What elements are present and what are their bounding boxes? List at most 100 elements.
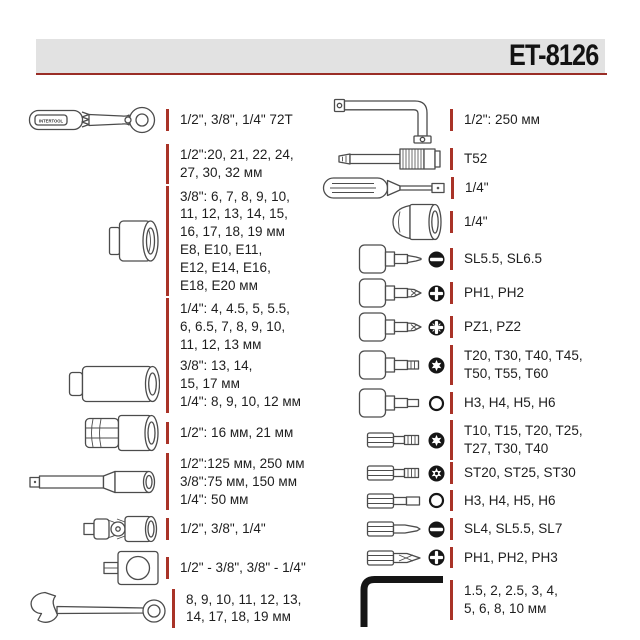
left-column: INTERTOOL 1/2", 3/8", 1/4" 72T 1/2":20, … bbox=[28, 96, 320, 629]
hex-drive-icon bbox=[428, 395, 445, 412]
spec-row-torx-bit-sockets: T20, T30, T40, T45, T50, T55, T60 bbox=[322, 344, 622, 386]
spec-row-slotted-bits: SL4, SL5.5, SL7 bbox=[322, 515, 622, 543]
spinner-handle-image-cell bbox=[322, 176, 451, 200]
tamper-torx-drive-icon bbox=[428, 465, 445, 482]
universal-joint-image-cell bbox=[28, 510, 166, 548]
header-bar: ET-8126 bbox=[36, 39, 605, 73]
phillips-bit-image-cell bbox=[322, 548, 450, 568]
spec-label: PH1, PH2, PH3 bbox=[450, 546, 558, 569]
spec-label: T10, T15, T20, T25, T27, T30, T40 bbox=[450, 420, 583, 460]
bit-holder-socket-image bbox=[392, 203, 442, 241]
torx-drive-icon bbox=[428, 432, 445, 449]
hex-key-image-cell bbox=[322, 572, 450, 628]
torx-bit-image-cell bbox=[322, 430, 450, 450]
bit-socket-slotted-image bbox=[358, 244, 422, 274]
spec-row-l-handle: 1/2": 250 мм bbox=[322, 96, 622, 144]
spec-label: 1/2", 3/8", 1/4" 72T bbox=[166, 109, 293, 131]
torx-bit-long-image bbox=[338, 148, 441, 170]
socket-adapter-image bbox=[103, 551, 159, 586]
spinner-handle-image bbox=[322, 177, 445, 199]
spec-row-extension-bars: 1/2":125 мм, 250 мм 3/8":75 мм, 150 мм 1… bbox=[28, 452, 320, 511]
spark-plug-socket-image-cell bbox=[28, 413, 166, 453]
intertool-brand-text: INTERTOOL bbox=[39, 119, 64, 124]
spec-label: H3, H4, H5, H6 bbox=[450, 392, 556, 414]
spec-label: 1/2", 3/8", 1/4" bbox=[166, 518, 266, 541]
torx-drive-icon bbox=[428, 357, 445, 374]
tamper-torx-bit-image-cell bbox=[322, 463, 450, 483]
socket-adapter-image-cell bbox=[28, 548, 166, 588]
spark-plug-socket-image bbox=[84, 414, 159, 452]
spec-row-sockets-quarter-inch: 1/4": 4, 4.5, 5, 5.5, 6, 6.5, 7, 8, 9, 1… bbox=[28, 298, 320, 356]
spec-label: ST20, ST25, ST30 bbox=[450, 462, 576, 484]
phillips-drive-icon bbox=[428, 285, 445, 302]
spec-label: 1/2":20, 21, 22, 24, 27, 30, 32 мм bbox=[166, 144, 294, 184]
bit-socket-phillips-image bbox=[358, 278, 422, 308]
spec-row-torx-bits: T10, T15, T20, T25, T27, T30, T40 bbox=[322, 420, 622, 460]
spec-label: 3/8": 6, 7, 8, 9, 10, 11, 12, 13, 14, 15… bbox=[166, 185, 290, 297]
phillips-drive-icon bbox=[428, 549, 445, 566]
spec-label: SL5.5, SL6.5 bbox=[450, 248, 542, 270]
spec-label: 1/2": 16 мм, 21 мм bbox=[166, 421, 293, 444]
spec-row-spinner-handle: 1/4" bbox=[322, 174, 622, 202]
spec-row-ph-bit-sockets: PH1, PH2 bbox=[322, 276, 622, 310]
spec-row-hex-keys: 1.5, 2, 2.5, 3, 4, 5, 6, 8, 10 мм bbox=[322, 572, 622, 628]
spec-label: PH1, PH2 bbox=[450, 282, 524, 304]
spec-label: 1/4": 4, 4.5, 5, 5.5, 6, 6.5, 7, 8, 9, 1… bbox=[166, 298, 290, 356]
bit-socket-pozidriv-image-cell bbox=[322, 310, 450, 344]
universal-joint-image bbox=[83, 516, 158, 543]
combination-wrench-image bbox=[30, 592, 166, 624]
socket-image-cell bbox=[28, 218, 166, 264]
spec-row-sockets-half-inch: 1/2":20, 21, 22, 24, 27, 30, 32 мм bbox=[28, 144, 320, 184]
hex-bit-image-cell bbox=[322, 491, 450, 511]
bit-socket-hex-image bbox=[358, 388, 420, 418]
slotted-drive-icon bbox=[428, 521, 445, 538]
spec-label: 3/8": 13, 14, 15, 17 мм 1/4": 8, 9, 10, … bbox=[166, 355, 301, 413]
spec-row-bit-holder: 1/4" bbox=[322, 202, 622, 242]
hex-key-image bbox=[360, 576, 443, 627]
pozidriv-drive-icon bbox=[428, 319, 445, 336]
spec-row-sockets-3-8: 3/8": 6, 7, 8, 9, 10, 11, 12, 13, 14, 15… bbox=[28, 184, 320, 298]
spec-row-hex-bit-sockets: H3, H4, H5, H6 bbox=[322, 386, 622, 420]
spec-row-spark-plug-sockets: 1/2": 16 мм, 21 мм bbox=[28, 413, 320, 453]
spec-label: 1/4" bbox=[451, 177, 489, 199]
hex-bit-image bbox=[366, 492, 421, 509]
ratchet-image-cell: INTERTOOL bbox=[28, 103, 166, 137]
bit-socket-torx-image bbox=[358, 350, 420, 380]
slotted-drive-icon bbox=[428, 251, 445, 268]
spec-row-hex-bits: H3, H4, H5, H6 bbox=[322, 486, 622, 515]
spec-label: T20, T30, T40, T45, T50, T55, T60 bbox=[450, 345, 583, 385]
spec-label: PZ1, PZ2 bbox=[450, 316, 521, 338]
torx-bit-long-image-cell bbox=[322, 146, 450, 172]
socket-image bbox=[108, 220, 159, 262]
bit-socket-hex-image-cell bbox=[322, 386, 450, 420]
bit-socket-phillips-image-cell bbox=[322, 276, 450, 310]
spec-row-sl-bit-sockets: SL5.5, SL6.5 bbox=[322, 242, 622, 276]
extension-bar-image bbox=[29, 470, 156, 493]
l-handle-image-cell bbox=[322, 96, 450, 144]
deep-socket-image-cell bbox=[28, 364, 166, 404]
spec-label: T52 bbox=[450, 148, 487, 170]
extension-bar-image-cell bbox=[28, 467, 166, 497]
ratchet-handle-image: INTERTOOL bbox=[28, 106, 156, 134]
spec-label: 1/2":125 мм, 250 мм 3/8":75 мм, 150 мм 1… bbox=[166, 452, 305, 511]
right-column: 1/2": 250 мм T52 bbox=[322, 96, 622, 628]
bit-socket-pozidriv-image bbox=[358, 312, 422, 342]
spec-row-tamper-torx-bits: ST20, ST25, ST30 bbox=[322, 460, 622, 486]
spec-label: 1.5, 2, 2.5, 3, 4, 5, 6, 8, 10 мм bbox=[450, 580, 558, 620]
l-handle-image bbox=[333, 98, 432, 144]
torx-bit-image bbox=[366, 432, 420, 448]
slotted-bit-image bbox=[366, 521, 421, 537]
slotted-bit-image-cell bbox=[322, 519, 450, 539]
spec-label: 8, 9, 10, 11, 12, 13, 14, 17, 18, 19 мм bbox=[172, 588, 301, 629]
bit-socket-slotted-image-cell bbox=[322, 242, 450, 276]
header-underline bbox=[36, 73, 607, 75]
spec-row-ratchet: INTERTOOL 1/2", 3/8", 1/4" 72T bbox=[28, 96, 320, 144]
spec-label: 1/2": 250 мм bbox=[450, 109, 540, 131]
spec-row-phillips-bits: PH1, PH2, PH3 bbox=[322, 543, 622, 572]
bit-holder-socket-image-cell bbox=[322, 202, 450, 242]
spec-label: 1/2" - 3/8", 3/8" - 1/4" bbox=[166, 557, 306, 580]
spec-row-wrenches: 8, 9, 10, 11, 12, 13, 14, 17, 18, 19 мм bbox=[28, 588, 320, 629]
hex-drive-icon bbox=[428, 492, 445, 509]
spec-label: H3, H4, H5, H6 bbox=[450, 489, 556, 512]
